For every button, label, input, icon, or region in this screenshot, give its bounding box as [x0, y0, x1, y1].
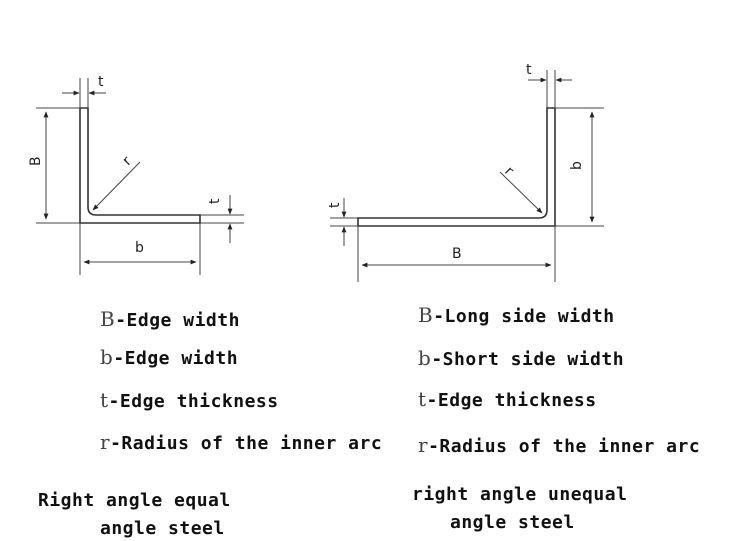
equal-angle-profile	[79, 107, 201, 224]
equal-dim-t-top: t	[98, 74, 104, 90]
unequal-legend-item: t-Edge thickness	[418, 387, 597, 411]
unequal-caption-line1: right angle unequal	[412, 484, 628, 505]
unequal-dim-t-top: t	[526, 62, 532, 78]
unequal-dim-t-side: t	[327, 202, 343, 208]
equal-legend-item: t-Edge thickness	[100, 388, 279, 412]
unequal-legend-item: B-Long side width	[418, 303, 615, 327]
angle-steel-diagram: t B r t b t b r t B	[28, 62, 604, 282]
unequal-caption-line2: angle steel	[450, 512, 575, 533]
equal-caption-line2: angle steel	[100, 518, 225, 539]
unequal-dim-B: B	[452, 246, 462, 262]
equal-caption-line1: Right angle equal	[38, 490, 231, 511]
unequal-legend-item: r-Radius of the inner arc	[418, 433, 701, 457]
equal-legend-item: B-Edge width	[100, 307, 240, 331]
equal-legend-item: r-Radius of the inner arc	[100, 430, 383, 454]
equal-dim-r: r	[120, 153, 136, 169]
equal-angle-dimensions	[36, 78, 244, 275]
equal-dim-b: b	[135, 240, 144, 256]
unequal-dim-r: r	[501, 164, 517, 180]
unequal-dim-b: b	[569, 161, 585, 170]
unequal-angle-dimensions	[330, 70, 604, 282]
unequal-legend-item: b-Short side width	[418, 346, 625, 370]
unequal-angle-profile	[357, 107, 556, 227]
equal-dim-B: B	[28, 156, 44, 166]
equal-legend-item: b-Edge width	[100, 345, 239, 369]
equal-dim-t-side: t	[207, 198, 223, 204]
